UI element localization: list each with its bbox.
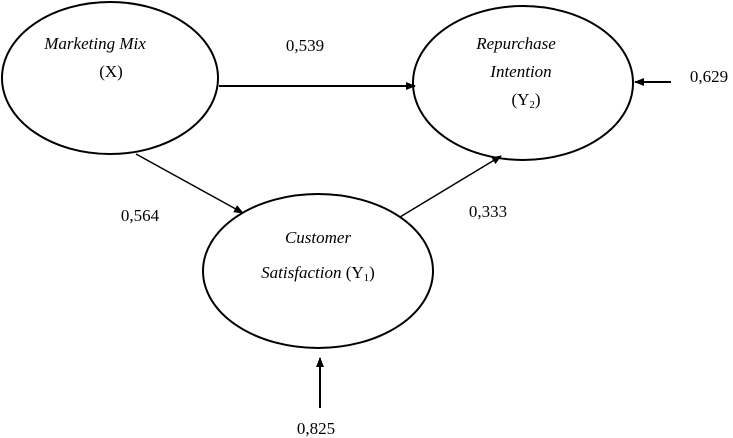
error-y1-value: 0,825 (297, 419, 335, 438)
marketing-mix-symbol: (X) (99, 62, 123, 81)
customer-satisfaction-line2: Satisfaction (Y1) (261, 263, 375, 284)
repurchase-intention-node (412, 5, 634, 161)
arrow-y1-to-y2 (399, 155, 502, 218)
coef-x-to-y1: 0,564 (121, 206, 160, 225)
coef-x-to-y2: 0,539 (286, 36, 324, 55)
marketing-mix-node (1, 1, 219, 155)
marketing-mix-name: Marketing Mix (43, 34, 146, 53)
repurchase-intention-line1: Repurchase (475, 34, 556, 53)
repurchase-intention-symbol: (Y2) (511, 90, 540, 111)
customer-satisfaction-node (202, 193, 434, 349)
coef-y1-to-y2: 0,333 (469, 202, 507, 221)
customer-satisfaction-line1: Customer (285, 228, 352, 247)
arrow-x-to-y1 (135, 153, 244, 214)
error-y2-value: 0,629 (690, 67, 728, 86)
repurchase-intention-line2: Intention (489, 62, 551, 81)
